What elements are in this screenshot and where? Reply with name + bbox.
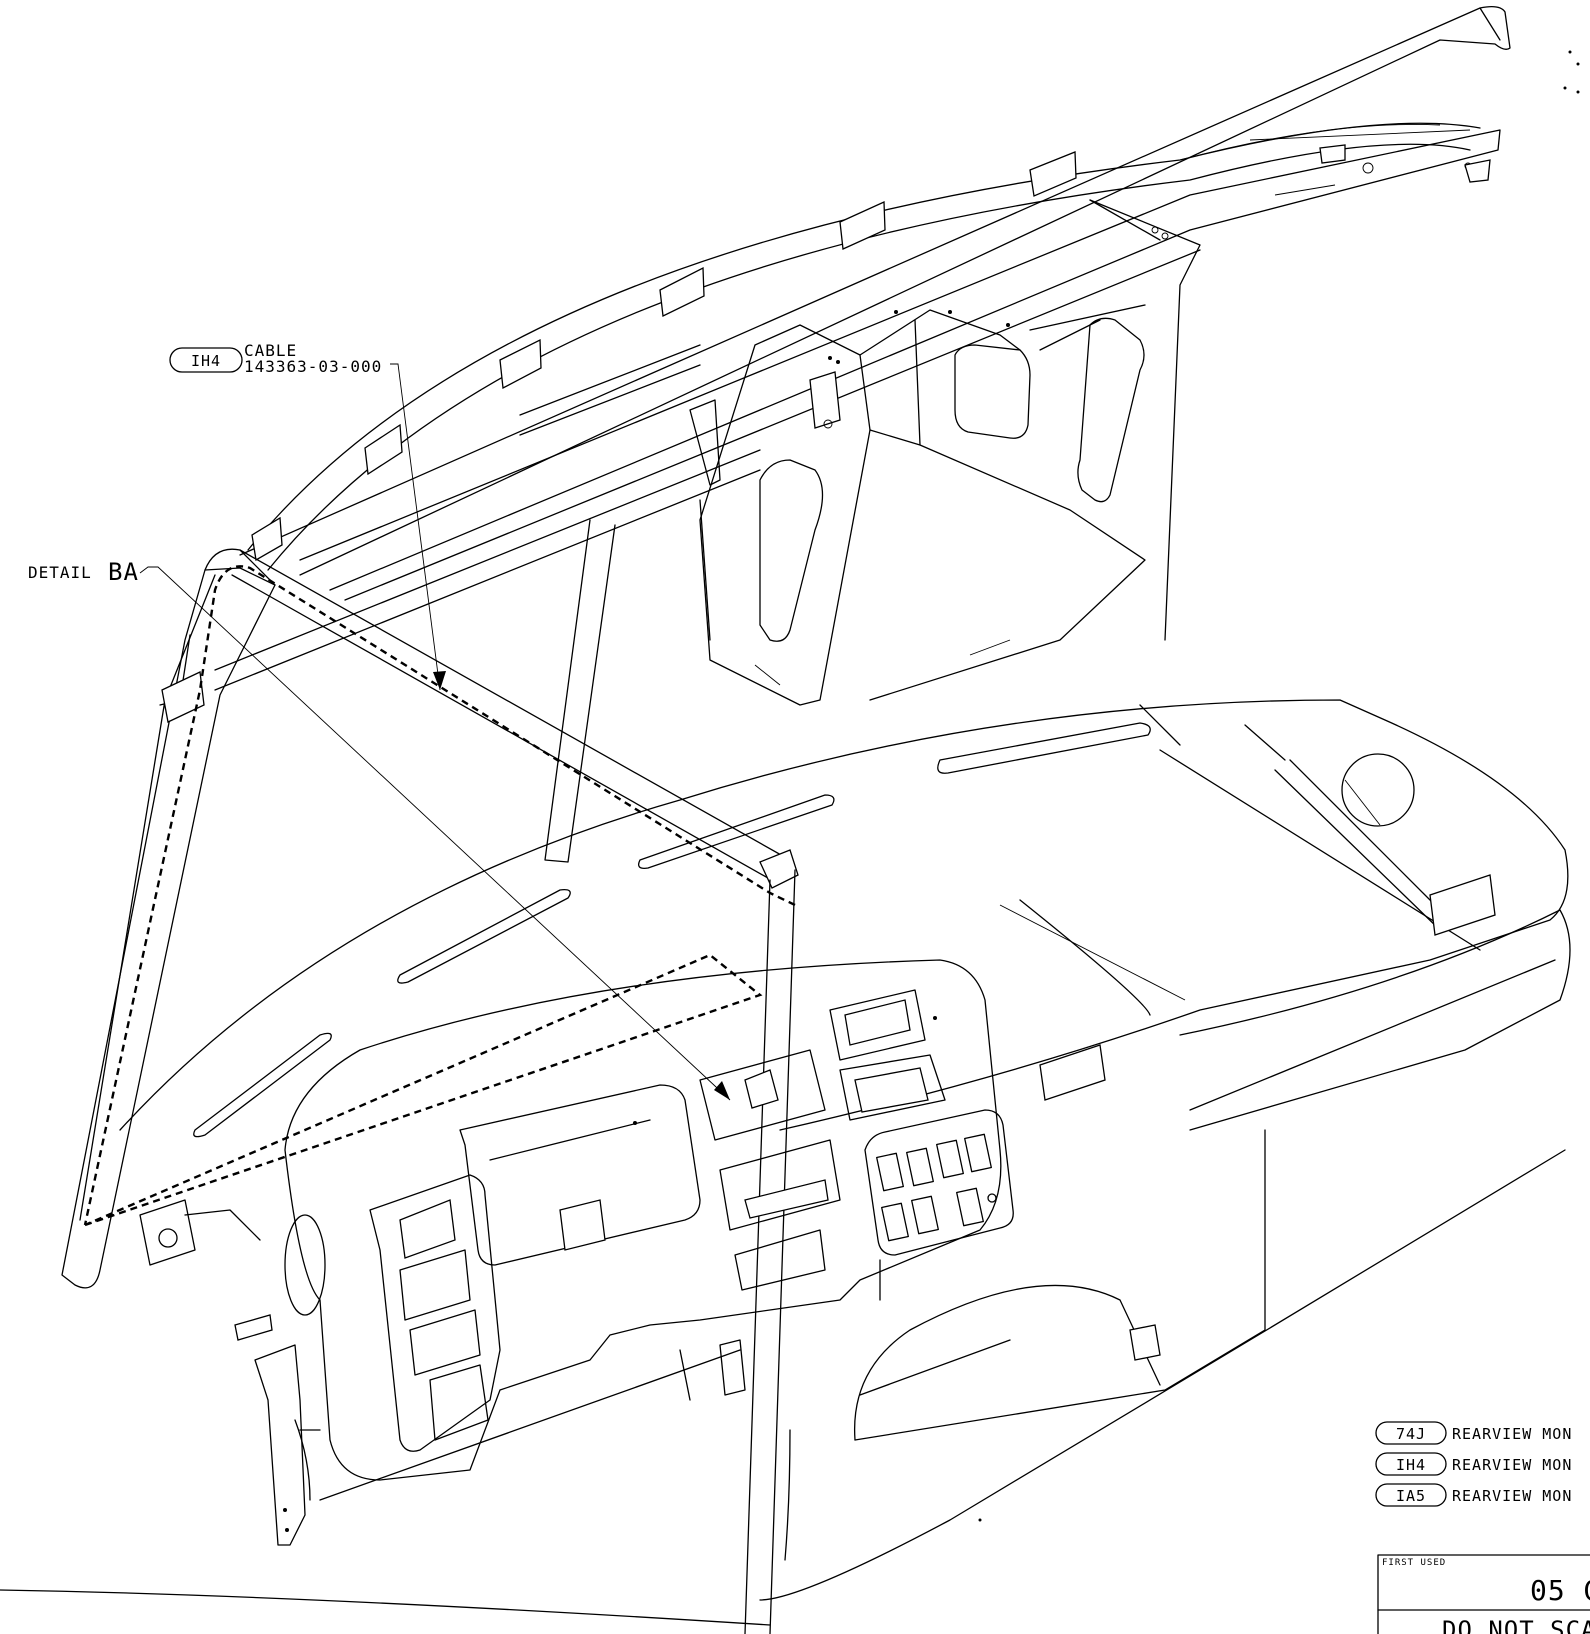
round-gauge-opening xyxy=(284,1214,326,1316)
cable-callout: IH4 CABLE 143363-03-000 xyxy=(169,341,446,691)
legend-text: REARVIEW MON xyxy=(1452,1425,1572,1443)
vent-slot xyxy=(637,794,835,869)
legend-tag-bubble xyxy=(1375,1421,1447,1445)
cable-tag-bubble xyxy=(169,347,243,373)
legend-text: REARVIEW MON xyxy=(1452,1456,1572,1474)
cable-leader-line xyxy=(390,363,441,691)
cable-route-path xyxy=(83,565,796,1226)
instrument-cluster xyxy=(284,959,1014,1481)
cable-part-number: 143363-03-000 xyxy=(244,357,382,376)
vent-slot xyxy=(193,1032,332,1138)
dashboard xyxy=(119,699,1571,1601)
speaker-opening xyxy=(1341,753,1415,827)
detail-name: BA xyxy=(108,558,139,586)
roof-frame xyxy=(214,6,1511,691)
legend-tag: IH4 xyxy=(1396,1456,1426,1474)
title-block-frame xyxy=(1377,1554,1590,1634)
detail-prefix: DETAIL xyxy=(28,563,92,582)
legend-tag: 74J xyxy=(1396,1425,1426,1443)
cable-arrowhead xyxy=(433,671,446,690)
rocker-switches xyxy=(876,1133,992,1242)
first-used-label: FIRST USED xyxy=(1382,1558,1446,1568)
mount-bracket xyxy=(689,304,1146,706)
legend-text: REARVIEW MON xyxy=(1452,1487,1572,1505)
title-block-note: DO NOT SCA xyxy=(1442,1616,1590,1634)
vent-slot xyxy=(397,889,571,984)
legend-tag-bubble xyxy=(1375,1483,1447,1507)
switch-panel xyxy=(864,1109,1014,1256)
legend-row: IA5 REARVIEW MON xyxy=(1375,1483,1572,1507)
detail-leader-line xyxy=(139,566,731,1101)
legend-row: IH4 REARVIEW MON xyxy=(1375,1452,1572,1476)
legend-row: 74J REARVIEW MON xyxy=(1375,1421,1572,1445)
roof-hinges xyxy=(251,151,1077,562)
cable-label: CABLE xyxy=(244,341,297,360)
detail-area-outline xyxy=(84,953,763,1227)
detail-callout: DETAIL BA xyxy=(28,558,731,1101)
legend-tag-bubble xyxy=(1375,1452,1447,1476)
legend-tag: IA5 xyxy=(1396,1487,1426,1505)
title-block: FIRST USED 05 G DO NOT SCA xyxy=(1377,1554,1590,1634)
gauge-window xyxy=(459,1084,701,1266)
vent-slot xyxy=(937,722,1151,774)
first-used-value: 05 G xyxy=(1530,1574,1590,1607)
windshield-frame xyxy=(61,519,799,1634)
cable-tag: IH4 xyxy=(191,352,221,370)
lower-body xyxy=(0,1129,1266,1626)
detail-arrowhead xyxy=(714,1081,730,1100)
legend: 74J REARVIEW MON IH4 REARVIEW MON IA5 RE… xyxy=(1375,1421,1572,1507)
